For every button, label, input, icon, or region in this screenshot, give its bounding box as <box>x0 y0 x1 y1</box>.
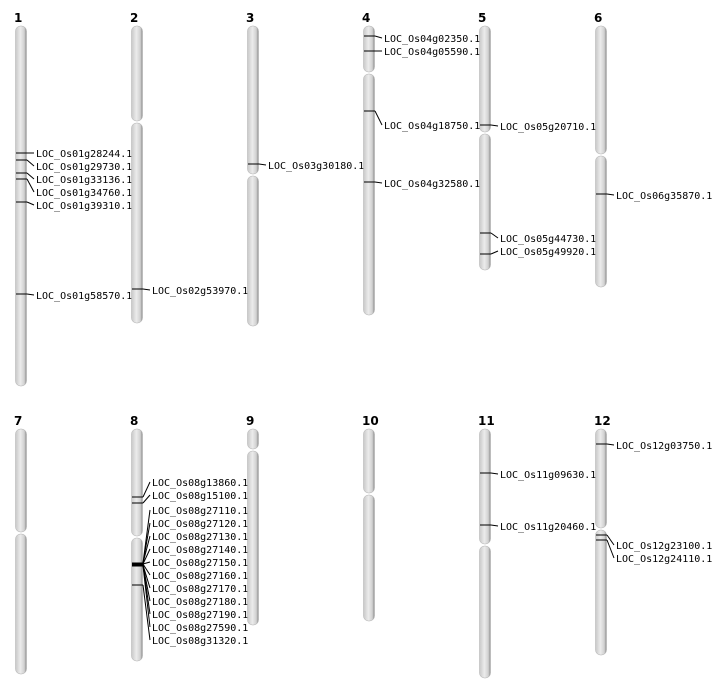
gene-connector <box>26 172 35 180</box>
gene-connector <box>142 584 151 641</box>
chromosome-arm <box>595 428 607 529</box>
gene-connector <box>490 250 499 255</box>
gene-label: LOC_Os01g58570.1 <box>36 291 132 302</box>
gene-label: LOC_Os06g35870.1 <box>616 191 712 202</box>
gene-label: LOC_Os08g27110.1 <box>152 506 248 517</box>
chromosome-arm <box>595 25 607 155</box>
chromosome-number: 1 <box>14 11 22 25</box>
gene-label: LOC_Os08g27150.1 <box>152 558 248 569</box>
gene-label: LOC_Os08g27190.1 <box>152 610 248 621</box>
chromosome-arm <box>247 450 259 626</box>
chromosome-number: 12 <box>594 414 611 428</box>
gene-label: LOC_Os08g31320.1 <box>152 636 248 647</box>
gene-connector <box>490 124 499 127</box>
chromosome-arm <box>479 545 491 679</box>
chromosome-arm <box>479 25 491 133</box>
gene-label: LOC_Os08g27160.1 <box>152 571 248 582</box>
chromosome-arm <box>15 428 27 533</box>
chromosome-number: 7 <box>14 414 22 428</box>
gene-connector <box>142 563 151 576</box>
chromosome-number: 9 <box>246 414 254 428</box>
gene-label: LOC_Os01g39310.1 <box>36 201 132 212</box>
chromosome-arm <box>15 25 27 387</box>
gene-connector <box>142 565 151 628</box>
gene-connector <box>490 232 499 239</box>
chromosome-arm <box>247 428 259 450</box>
gene-label: LOC_Os05g44730.1 <box>500 234 596 245</box>
gene-connector <box>258 163 267 166</box>
gene-connector <box>26 201 35 206</box>
chromosome-arm <box>247 25 259 175</box>
gene-label: LOC_Os05g20710.1 <box>500 122 596 133</box>
gene-connector <box>606 539 615 559</box>
chromosome-arm <box>247 175 259 327</box>
gene-connector <box>606 443 615 446</box>
gene-connector <box>142 288 151 291</box>
gene-connector <box>606 193 615 196</box>
gene-label: LOC_Os08g27130.1 <box>152 532 248 543</box>
gene-label: LOC_Os01g28244.1 <box>36 149 132 160</box>
chromosome-arm <box>363 73 375 316</box>
gene-label: LOC_Os04g32580.1 <box>384 179 480 190</box>
gene-connector <box>26 159 35 167</box>
gene-connector <box>374 110 383 126</box>
gene-label: LOC_Os11g09630.1 <box>500 470 596 481</box>
gene-connector <box>374 181 383 184</box>
gene-label: LOC_Os01g29730.1 <box>36 162 132 173</box>
gene-label: LOC_Os04g05590.1 <box>384 47 480 58</box>
chromosome-arm <box>131 122 143 324</box>
chromosome-number: 10 <box>362 414 379 428</box>
chromosome-number: 4 <box>362 11 370 25</box>
chromosome-number: 5 <box>478 11 486 25</box>
gene-label: LOC_Os02g53970.1 <box>152 286 248 297</box>
gene-connector <box>606 534 615 546</box>
chromosome-number: 11 <box>478 414 495 428</box>
chromosome-arm <box>15 533 27 675</box>
gene-connector <box>26 178 35 193</box>
chromosome-arm <box>363 428 375 494</box>
chromosome-arm <box>595 529 607 656</box>
chromosome-arm <box>131 537 143 662</box>
gene-connector <box>490 524 499 527</box>
gene-label: LOC_Os08g27140.1 <box>152 545 248 556</box>
chromosome-number: 2 <box>130 11 138 25</box>
chromosome-arm <box>131 428 143 537</box>
gene-connector <box>142 548 151 565</box>
chromosome-number: 3 <box>246 11 254 25</box>
gene-connector <box>142 561 151 565</box>
gene-connector <box>142 494 151 504</box>
gene-label: LOC_Os08g27590.1 <box>152 623 248 634</box>
gene-connector <box>142 535 151 564</box>
gene-label: LOC_Os04g02350.1 <box>384 34 480 45</box>
gene-label: LOC_Os08g27170.1 <box>152 584 248 595</box>
chromosome-number: 8 <box>130 414 138 428</box>
chromosome-arm <box>131 25 143 122</box>
gene-connector <box>142 522 151 564</box>
chromosome-number: 6 <box>594 11 602 25</box>
gene-label: LOC_Os05g49920.1 <box>500 247 596 258</box>
gene-label: LOC_Os08g27180.1 <box>152 597 248 608</box>
gene-label: LOC_Os12g03750.1 <box>616 441 712 452</box>
gene-connector <box>142 481 151 498</box>
gene-label: LOC_Os12g23100.1 <box>616 541 712 552</box>
gene-connector <box>374 35 383 39</box>
gene-label: LOC_Os01g34760.1 <box>36 188 132 199</box>
chromosome-arm <box>595 155 607 288</box>
chromosome-arm <box>479 428 491 545</box>
gene-label: LOC_Os11g20460.1 <box>500 522 596 533</box>
chromosome-arm <box>363 25 375 73</box>
gene-connector <box>26 293 35 296</box>
gene-label: LOC_Os04g18750.1 <box>384 121 480 132</box>
gene-label: LOC_Os08g15100.1 <box>152 491 248 502</box>
gene-label: LOC_Os12g24110.1 <box>616 554 712 565</box>
gene-label: LOC_Os08g13860.1 <box>152 478 248 489</box>
chromosome-arm <box>479 133 491 271</box>
gene-connector <box>490 472 499 475</box>
gene-label: LOC_Os03g30180.1 <box>268 161 364 172</box>
chromosome-arm <box>363 494 375 622</box>
gene-label: LOC_Os01g33136.1 <box>36 175 132 186</box>
gene-label: LOC_Os08g27120.1 <box>152 519 248 530</box>
